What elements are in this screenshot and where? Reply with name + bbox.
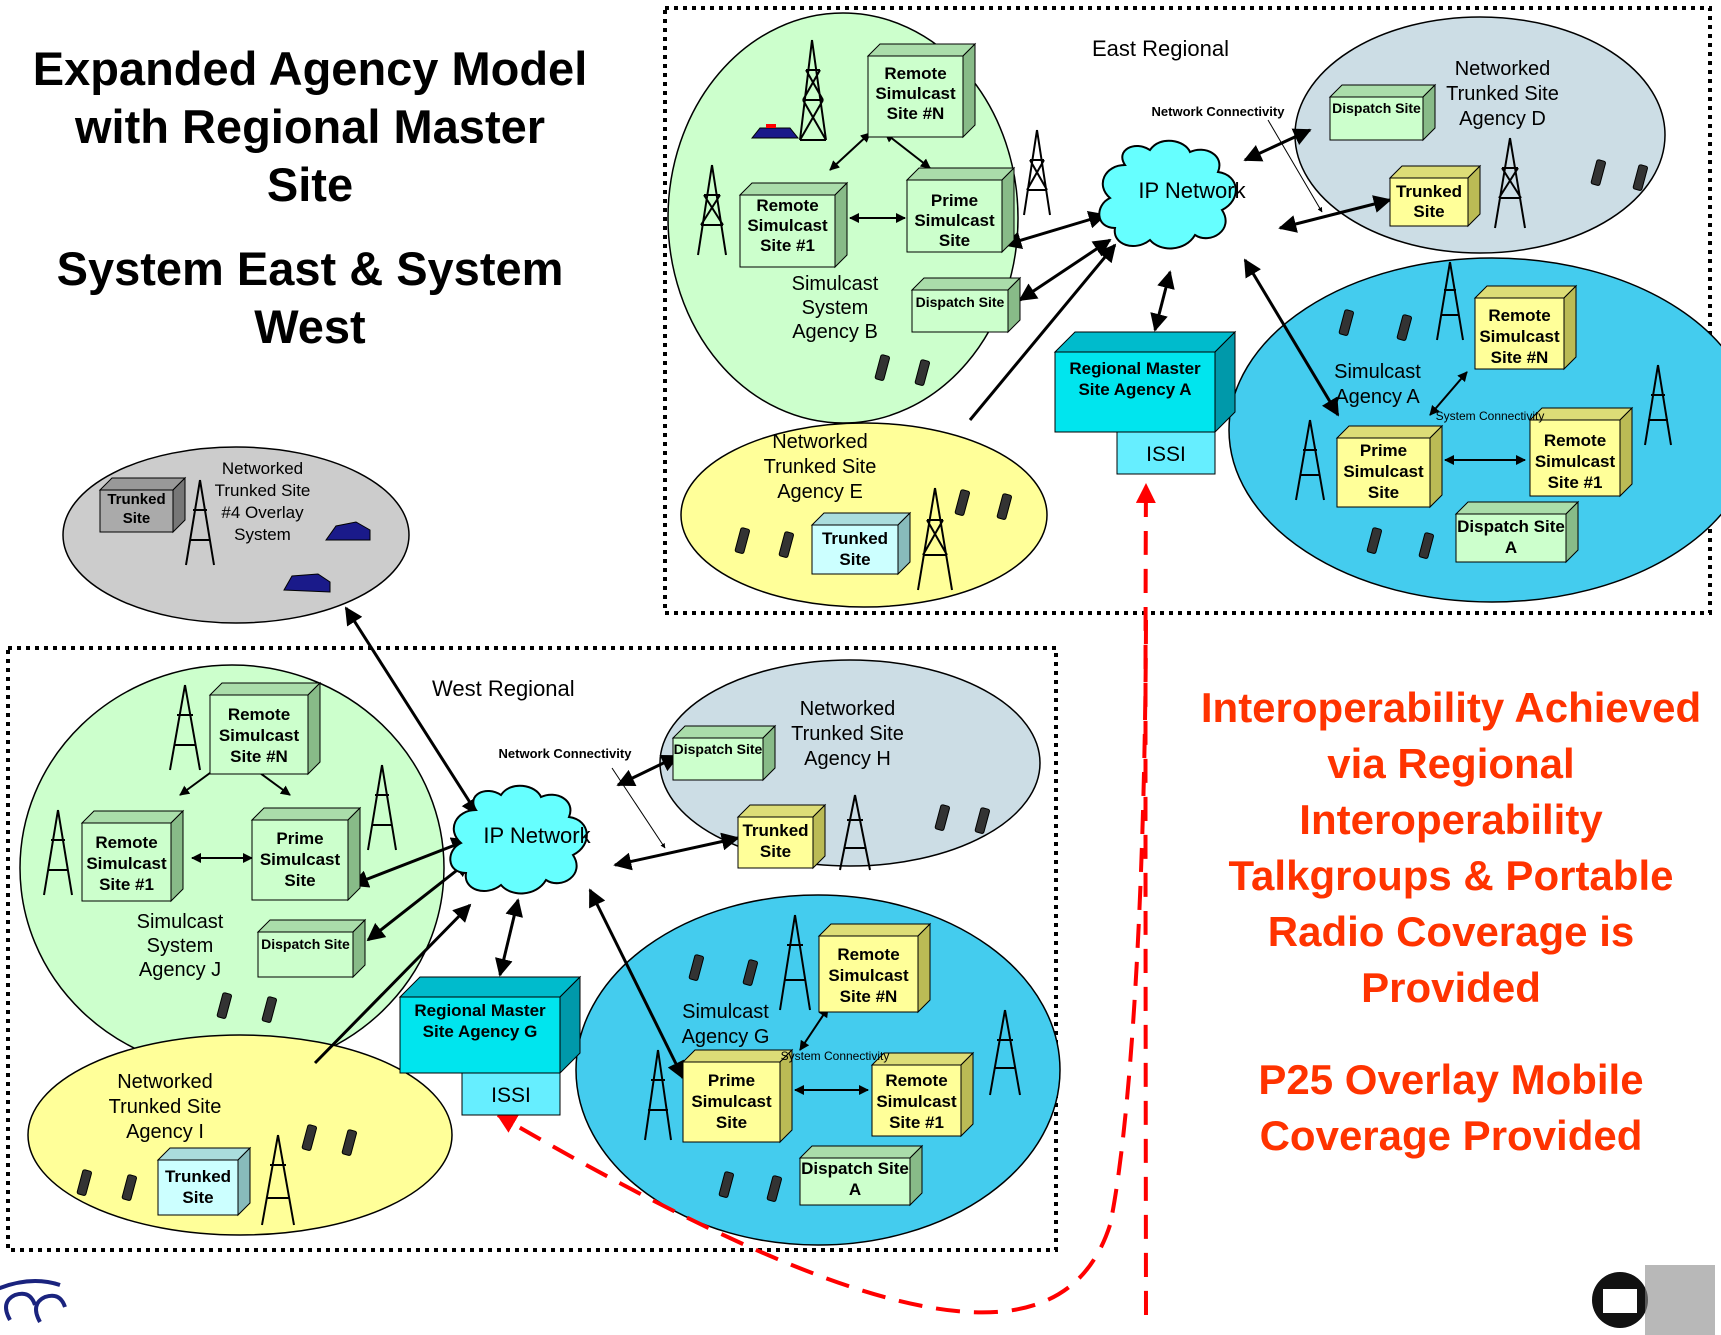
page-subtitle: System East & System West <box>56 242 564 353</box>
right-logo <box>1592 1265 1715 1335</box>
west-system-connectivity: System Connectivity <box>781 1049 890 1063</box>
page-title: Expanded Agency Model with Regional Mast… <box>32 42 588 211</box>
west-i-name: Networked Trunked Site Agency I <box>108 1071 222 1143</box>
west-h-dispatch-label: Dispatch Site <box>673 741 763 757</box>
overlay-trunked-box <box>98 476 187 534</box>
west-g-prime-box <box>681 1048 794 1144</box>
west-cloud-icon: IP Network <box>449 784 592 895</box>
east-e-trunked-label: Trunked Site <box>821 529 889 569</box>
west-g-remote-n-label: Remote Simulcast Site #N <box>828 945 909 1006</box>
east-master-site-label: Regional Master Site Agency A <box>1069 359 1201 399</box>
east-b-remote-1-box <box>738 181 849 269</box>
west-j-remote-n-label: Remote Simulcast Site #N <box>218 705 300 766</box>
east-b-dispatch-label: Dispatch Site <box>915 294 1005 310</box>
east-a-remote-1-label: Remote Simulcast Site #1 <box>1534 431 1616 492</box>
west-g-remote-1-box <box>870 1051 975 1138</box>
east-b-remote-n-label: Remote Simulcast Site #N <box>875 64 956 123</box>
east-a-prime-label: Prime Simulcast Site <box>1343 441 1424 502</box>
east-e-name: Networked Trunked Site Agency E <box>763 431 877 503</box>
west-j-dispatch-box <box>256 918 367 979</box>
west-i-trunked-box <box>156 1146 252 1217</box>
west-j-remote-n-box <box>208 681 322 776</box>
east-region-border <box>663 6 1712 615</box>
west-g-dispatch-box <box>798 1144 924 1207</box>
east-b-remote-1-label: Remote Simulcast Site #1 <box>747 196 828 255</box>
agency-a-region <box>1228 257 1721 603</box>
east-d-trunked-label: Trunked Site <box>1395 182 1463 221</box>
east-master-site-box <box>1053 330 1237 434</box>
west-g-dispatch-label: Dispatch Site A <box>801 1159 909 1199</box>
east-cloud-icon: IP Network <box>1098 139 1247 250</box>
east-network-connectivity: Network Connectivity <box>1152 104 1286 119</box>
overlay-callout: P25 Overlay Mobile Coverage Provided <box>1258 1056 1644 1159</box>
west-connections <box>313 606 740 1080</box>
east-b-dispatch-box <box>910 276 1022 334</box>
west-g-name: Simulcast Agency G <box>681 1001 770 1048</box>
police-car-icon <box>283 124 800 593</box>
east-system-connectivity: System Connectivity <box>1436 409 1545 423</box>
west-ip-network-label: IP Network <box>483 823 591 848</box>
issi-link <box>1135 483 1156 1316</box>
west-j-name: Simulcast System Agency J <box>136 911 224 981</box>
east-a-remote-n-label: Remote Simulcast Site #N <box>1479 306 1560 367</box>
west-master-site-label: Regional Master Site Agency G <box>414 1001 546 1041</box>
west-h-dispatch-box <box>671 724 777 782</box>
west-g-remote-1-label: Remote Simulcast Site #1 <box>876 1071 957 1132</box>
east-ip-network-label: IP Network <box>1138 178 1246 203</box>
west-j-dispatch-label: Dispatch Site <box>261 936 350 952</box>
west-j-remote-1-box <box>80 809 185 903</box>
east-d-dispatch-label: Dispatch Site <box>1332 100 1421 116</box>
east-d-trunked-box <box>1388 164 1482 228</box>
east-b-name: Simulcast System Agency B <box>791 273 879 343</box>
east-issi-label: ISSI <box>1146 443 1186 466</box>
east-connections <box>968 128 1392 421</box>
overlay-trunked-label: Trunked Site <box>107 491 166 527</box>
west-region-label: West Regional <box>432 676 575 701</box>
west-h-trunked-label: Trunked Site <box>742 821 809 861</box>
west-j-remote-1-label: Remote Simulcast Site #1 <box>86 833 167 894</box>
east-a-name: Simulcast Agency A <box>1334 361 1421 408</box>
west-h-trunked-box <box>736 803 827 870</box>
east-issi-box <box>1116 431 1216 475</box>
west-region-border <box>6 646 1058 1252</box>
west-master-site-box <box>398 975 582 1075</box>
west-h-name: Networked Trunked Site Agency H <box>791 698 904 770</box>
west-network-connectivity: Network Connectivity <box>499 746 633 761</box>
tower-icon <box>43 39 1672 1226</box>
east-b-prime-box <box>905 166 1016 254</box>
west-g-prime-label: Prime Simulcast Site <box>691 1071 772 1132</box>
left-logo <box>0 1279 67 1323</box>
interop-callout: Interoperability Achieved via Regional I… <box>1200 684 1702 1011</box>
west-j-prime-label: Prime Simulcast Site <box>259 829 341 890</box>
west-issi-label: ISSI <box>491 1084 531 1107</box>
east-a-dispatch-label: Dispatch Site A <box>1457 517 1565 557</box>
east-a-dispatch-box <box>1454 500 1580 564</box>
east-a-remote-1-box <box>1528 406 1634 498</box>
west-j-prime-box <box>250 806 362 902</box>
east-a-remote-n-box <box>1473 284 1578 371</box>
west-g-remote-n-box <box>817 922 932 1014</box>
west-issi-box <box>461 1072 561 1116</box>
east-b-prime-label: Prime Simulcast Site <box>914 191 995 250</box>
east-a-prime-box <box>1335 424 1444 509</box>
east-b-remote-n-box <box>866 42 977 139</box>
agency-g-region <box>575 894 1061 1246</box>
east-d-name: Networked Trunked Site Agency D <box>1446 58 1559 130</box>
portable-radio-icon <box>76 159 1648 1202</box>
west-i-trunked-label: Trunked Site <box>164 1167 232 1207</box>
east-region-label: East Regional <box>1092 36 1229 61</box>
east-e-trunked-box <box>810 511 912 576</box>
east-d-dispatch-box <box>1328 83 1437 142</box>
overlay-system-name: Networked Trunked Site #4 Overlay System <box>214 459 311 544</box>
